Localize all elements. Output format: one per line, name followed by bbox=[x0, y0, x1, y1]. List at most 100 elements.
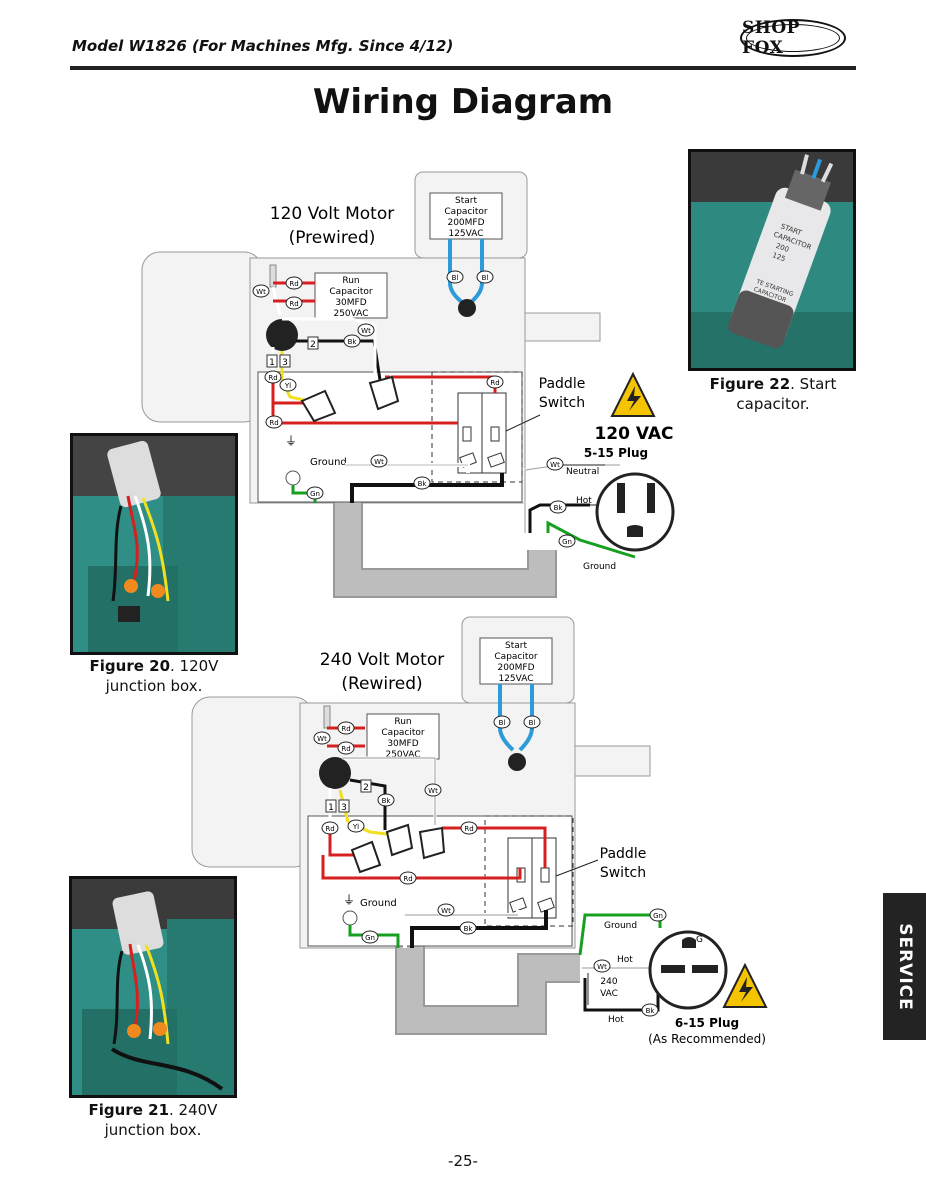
tag240-bl-1: Bl bbox=[499, 719, 506, 727]
plug-note-240: (As Recommended) bbox=[648, 1032, 766, 1046]
neutral-label-120: Neutral bbox=[566, 467, 599, 477]
vac-240-l2: VAC bbox=[600, 989, 618, 999]
run-cap-240-l1: Run bbox=[394, 717, 411, 727]
run-cap-120-l4: 250VAC bbox=[333, 309, 368, 319]
terminal-3-240: 3 bbox=[341, 803, 347, 813]
tag-wt-3: Wt bbox=[374, 458, 384, 466]
tag-bl-2: Bl bbox=[482, 274, 489, 282]
figure-20-line1: . 120V bbox=[170, 657, 219, 675]
figure-21-caption: Figure 21. 240V junction box. bbox=[69, 1100, 237, 1140]
paddle-240-l1: Paddle bbox=[600, 846, 647, 862]
terminal-2: 2 bbox=[310, 340, 316, 350]
vac-240-l1: 240 bbox=[600, 977, 617, 987]
ground-symbol-240: ⏚ bbox=[343, 893, 355, 907]
terminal-1-240: 1 bbox=[328, 803, 334, 813]
page-number: -25- bbox=[448, 1152, 478, 1170]
tag-wt-1: Wt bbox=[256, 288, 266, 296]
start-cap-120-l1: Start bbox=[455, 196, 477, 206]
start-cap-240-l3: 200MFD bbox=[497, 663, 534, 673]
diagram-120-title-2: (Prewired) bbox=[289, 228, 376, 248]
figure-21-line2: junction box. bbox=[104, 1121, 202, 1139]
figure-20-line2: junction box. bbox=[105, 677, 203, 695]
page-title: Wiring Diagram bbox=[312, 82, 614, 122]
figure-22-number: Figure 22 bbox=[709, 375, 791, 393]
diagram-240-title-1: 240 Volt Motor bbox=[320, 650, 444, 670]
tag240-rd-1: Rd bbox=[341, 725, 350, 733]
tag-bl-1: Bl bbox=[452, 274, 459, 282]
plug-ground-mark: G bbox=[696, 935, 703, 945]
terminal-2-240: 2 bbox=[363, 783, 369, 793]
figure-20-caption: Figure 20. 120V junction box. bbox=[70, 656, 238, 696]
hot-bottom-label-240: Hot bbox=[608, 1015, 624, 1025]
tag-wt-4: Wt bbox=[550, 461, 560, 469]
tag-bk-3: Bk bbox=[554, 504, 564, 512]
start-cap-240-l2: Capacitor bbox=[494, 652, 538, 662]
section-tab-label: SERVICE bbox=[894, 922, 915, 1011]
paddle-120-l2: Switch bbox=[539, 395, 585, 411]
brand-logo: SHOP FOX bbox=[740, 18, 846, 58]
tag-wt-2: Wt bbox=[361, 327, 371, 335]
tag240-rd-3: Rd bbox=[325, 825, 334, 833]
hot-label-120: Hot bbox=[576, 496, 592, 506]
figure-22-caption: Figure 22. Start capacitor. bbox=[690, 374, 856, 414]
run-cap-240-l2: Capacitor bbox=[381, 728, 425, 738]
run-cap-240-l3: 30MFD bbox=[387, 739, 418, 749]
tag240-wt-2: Wt bbox=[428, 787, 438, 795]
ground-label-box-240: Ground bbox=[360, 898, 397, 909]
ground-label-box-120: Ground bbox=[310, 457, 347, 468]
start-cap-120-l4: 125VAC bbox=[448, 229, 483, 239]
run-cap-120-l2: Capacitor bbox=[329, 287, 373, 297]
terminal-1: 1 bbox=[269, 358, 275, 368]
tag240-bl-2: Bl bbox=[529, 719, 536, 727]
wire-tags-240: Bl Bl Rd Rd Wt Wt Bk Rd Yl Rd Rd Wt Bk G… bbox=[313, 715, 667, 1017]
tag-rd-1: Rd bbox=[289, 280, 298, 288]
paddle-240-l2: Switch bbox=[600, 865, 646, 881]
tag-rd-3: Rd bbox=[268, 374, 277, 382]
tag-yl-1: Yl bbox=[284, 382, 291, 390]
figure-21-line1: . 240V bbox=[169, 1101, 218, 1119]
run-cap-240-l4: 250VAC bbox=[385, 750, 420, 760]
plug-label-240: 6-15 Plug bbox=[675, 1016, 739, 1030]
terminal-3: 3 bbox=[282, 358, 288, 368]
diagram-120-title-1: 120 Volt Motor bbox=[270, 204, 394, 224]
tag240-wt-4: Wt bbox=[597, 963, 607, 971]
tag-rd-5: Rd bbox=[490, 379, 499, 387]
tag240-gn-2: Gn bbox=[653, 912, 663, 920]
hot-top-label-240: Hot bbox=[617, 955, 633, 965]
figure-22-line1: . Start bbox=[790, 375, 837, 393]
figure-20-number: Figure 20 bbox=[89, 657, 171, 675]
figure-21-photo bbox=[69, 876, 237, 1098]
tag240-rd-2: Rd bbox=[341, 745, 350, 753]
voltage-120: 120 VAC bbox=[594, 424, 673, 444]
tag240-bk-2: Bk bbox=[464, 925, 474, 933]
ground-label-plug-120: Ground bbox=[583, 562, 616, 572]
header-model-text: Model W1826 (For Machines Mfg. Since 4/1… bbox=[72, 37, 454, 55]
tag-gn-1: Gn bbox=[310, 490, 320, 498]
start-cap-120-l2: Capacitor bbox=[444, 207, 488, 217]
tag240-wt-1: Wt bbox=[317, 735, 327, 743]
figure-21-number: Figure 21 bbox=[88, 1101, 170, 1119]
tag240-rd-5: Rd bbox=[403, 875, 412, 883]
diagram-120v: Start Capacitor 200MFD 125VAC Run Capaci… bbox=[141, 171, 675, 598]
start-cap-120-l3: 200MFD bbox=[447, 218, 484, 228]
figure-22-line2: capacitor. bbox=[736, 395, 810, 413]
run-cap-120-l3: 30MFD bbox=[335, 298, 366, 308]
ground-symbol-120: ⏚ bbox=[285, 434, 297, 448]
tag240-rd-4: Rd bbox=[464, 825, 473, 833]
tag240-wt-3: Wt bbox=[441, 907, 451, 915]
header-rule bbox=[70, 66, 856, 70]
tag240-yl-1: Yl bbox=[352, 823, 359, 831]
paddle-120-l1: Paddle bbox=[539, 376, 586, 392]
brand-logo-text: SHOP FOX bbox=[742, 18, 800, 58]
plug-label-120: 5-15 Plug bbox=[584, 446, 648, 460]
figure-20-photo bbox=[70, 433, 238, 655]
tag240-gn-1: Gn bbox=[365, 934, 375, 942]
wire-tags-120: Bl Bl Rd Rd Wt Wt Bk Rd Yl Rd Rd Wt Bk G… bbox=[252, 270, 576, 548]
section-tab-service: SERVICE bbox=[883, 893, 926, 1040]
ground-label-plug-240: Ground bbox=[604, 921, 637, 931]
tag-rd-2: Rd bbox=[289, 300, 298, 308]
diagram-240-title-2: (Rewired) bbox=[341, 674, 422, 694]
tag240-bk-3: Bk bbox=[646, 1007, 656, 1015]
tag-bk-2: Bk bbox=[418, 480, 428, 488]
run-cap-120-l1: Run bbox=[342, 276, 359, 286]
